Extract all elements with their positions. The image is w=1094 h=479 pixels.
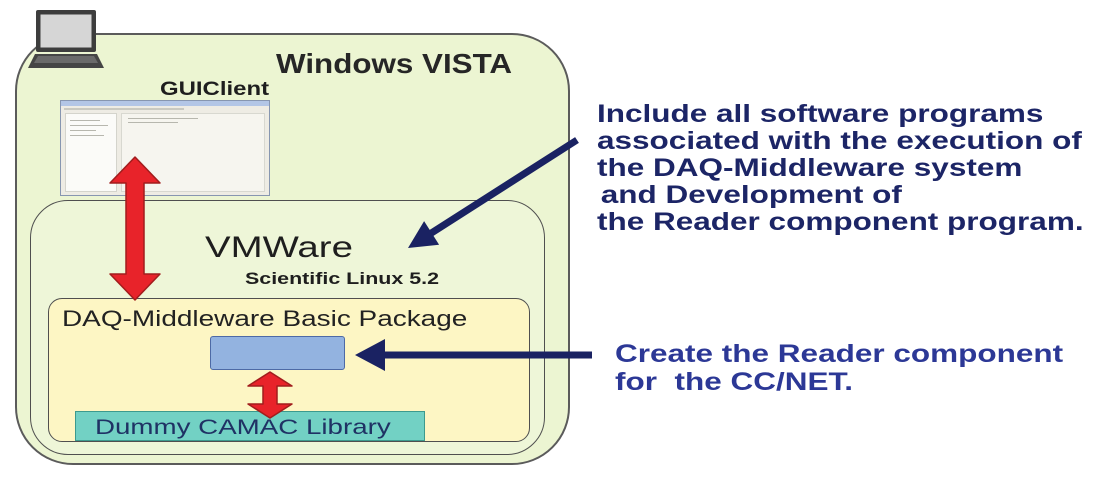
windows-vista-title: Windows VISTA: [276, 48, 513, 79]
include-note: Include all software programs associated…: [597, 101, 1084, 236]
screenshot-titlebar: [61, 101, 269, 106]
daq-middleware-title: DAQ-Middleware Basic Package: [62, 306, 468, 331]
screenshot-line: [70, 135, 104, 136]
screenshot-line: [70, 125, 108, 126]
laptop-icon: [28, 10, 104, 68]
reader-camac-double-arrow: [247, 371, 293, 419]
create-note-line: Create the Reader component: [615, 340, 1064, 368]
screenshot-left-panel: [65, 113, 117, 192]
screenshot-line: [128, 118, 198, 119]
screenshot-line: [128, 122, 178, 123]
screenshot-line: [70, 130, 96, 131]
reader-component-block: [210, 336, 345, 370]
gui-client-screenshot: [60, 100, 270, 196]
gui-client-label: GUIClient: [160, 79, 270, 100]
include-note-line: associated with the execution of: [597, 127, 1082, 155]
screenshot-line: [70, 120, 100, 121]
create-note: Create the Reader component for the CC/N…: [615, 340, 1063, 396]
laptop-keyboard: [34, 56, 98, 63]
include-note-line: the DAQ-Middleware system: [597, 154, 1023, 182]
include-note-line: and Development of: [600, 181, 902, 209]
include-note-line: the Reader component program.: [597, 208, 1084, 236]
scientific-linux-label: Scientific Linux 5.2: [245, 269, 440, 288]
screenshot-menubar: [64, 108, 184, 110]
laptop-screen: [40, 14, 92, 48]
dummy-camac-library-label: Dummy CAMAC Library: [95, 416, 391, 439]
dummy-camac-library: [75, 411, 425, 441]
include-note-arrow: [408, 137, 579, 248]
vmware-title: VMWare: [205, 231, 353, 264]
gui-vmware-double-arrow: [109, 156, 161, 301]
include-note-line: Include all software programs: [597, 100, 1044, 128]
create-note-arrow: [355, 339, 592, 371]
create-note-line: for the CC/NET.: [615, 368, 854, 396]
